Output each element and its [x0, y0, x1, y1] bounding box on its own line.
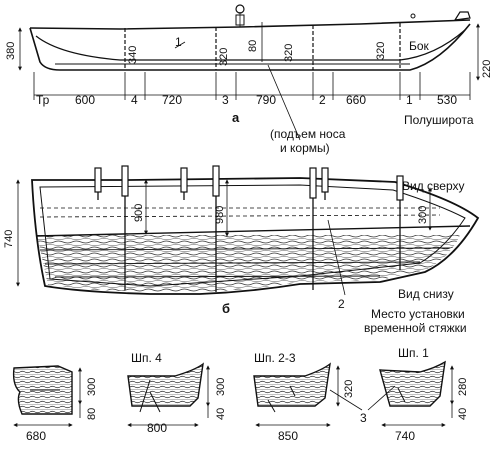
frame-label-3: 3	[222, 93, 229, 107]
section-frame-2-3-shape	[253, 362, 331, 407]
section-transom: 680 300 80	[12, 365, 98, 443]
section-frame-1: Шп. 1 740 280 40	[379, 346, 469, 443]
side-dim-frame1: 320	[375, 42, 387, 60]
plan-dim-lines	[16, 179, 432, 296]
spacing-dim-600: 600	[75, 93, 95, 107]
sections-callout-3: 3	[360, 411, 367, 425]
side-frames	[124, 23, 401, 70]
plan-callout-2: 2	[338, 297, 345, 311]
side-dim-frame3: 320	[218, 48, 230, 66]
install-note-1: Место установки	[371, 307, 465, 321]
side-dim-right-height: 220	[481, 60, 493, 78]
section-transom-h-upper: 300	[86, 378, 98, 396]
plan-chine-dashed	[39, 207, 441, 218]
plan-dim-300: 300	[417, 206, 429, 224]
side-dim-left-height: 380	[5, 42, 17, 60]
halfwidth-label: Полуширота	[404, 113, 474, 127]
side-view: 380 220 340 320 80 320 320 1 Бок Тр 4 3 …	[5, 4, 493, 155]
section-frame-1-h-lower: 40	[457, 408, 469, 420]
spacing-dim-790: 790	[256, 93, 276, 107]
spacing-dim-660: 660	[346, 93, 366, 107]
plan-brace-bars	[94, 165, 404, 201]
section-frame-4-h-lower: 40	[215, 408, 227, 420]
section-frame-2-3-width: 850	[278, 429, 298, 443]
plan-hull-outline	[31, 177, 480, 295]
section-frame-1-shape	[379, 360, 446, 407]
frame-label-4: 4	[131, 93, 138, 107]
plan-dim-980: 980	[214, 206, 226, 224]
plan-view-caption: б	[222, 301, 230, 316]
section-transom-width: 680	[26, 429, 46, 443]
side-view-caption: а	[232, 110, 240, 125]
plan-inner-outline	[39, 184, 466, 287]
section-frame-1-width: 740	[395, 429, 415, 443]
section-frame-1-h-upper: 280	[457, 378, 469, 396]
plan-bottom-view-label: Вид снизу	[398, 287, 454, 301]
side-label-bok: Бок	[409, 39, 430, 53]
side-gunwale	[29, 19, 471, 30]
side-dim-frame4: 340	[127, 46, 139, 64]
section-frame-4-title: Шп. 4	[131, 351, 162, 365]
section-transom-h-lower: 80	[86, 408, 98, 420]
section-frame-4-shape	[127, 362, 204, 407]
side-view-stern-fitting	[235, 4, 471, 26]
side-dim-fitting: 80	[247, 40, 259, 52]
spacing-dim-720: 720	[162, 93, 182, 107]
plan-keel-line	[35, 225, 471, 237]
section-frame-4-h-upper: 300	[215, 378, 227, 396]
plan-bottom-seams	[39, 247, 451, 278]
plan-dim-900: 900	[133, 204, 145, 222]
section-frame-2-3-h-upper: 320	[343, 380, 355, 398]
sections-callout-leaders	[329, 385, 396, 411]
side-hull-outline	[29, 23, 471, 71]
section-frame-4: Шп. 4 800 300 40	[127, 351, 227, 435]
frame-label-2: 2	[319, 93, 326, 107]
frame-label-tr: Тр	[36, 93, 50, 107]
plan-view: 740 900 980 300 Вид сверху Вид снизу 2 б…	[3, 165, 480, 335]
side-dim-lines	[18, 12, 480, 141]
section-frame-2-3-title: Шп. 2-3	[254, 351, 296, 365]
side-dim-frame2: 320	[283, 44, 295, 62]
side-chine-line	[35, 29, 466, 61]
section-frame-4-width: 800	[147, 421, 167, 435]
section-frame-1-title: Шп. 1	[398, 346, 429, 360]
install-note-2: временной стяжки	[364, 321, 467, 335]
plan-top-view-label: Вид сверху	[402, 179, 465, 193]
side-callout-1: 1	[175, 35, 182, 49]
plan-dim-overall: 740	[3, 230, 15, 248]
frame-label-1: 1	[406, 93, 413, 107]
bow-stern-rise-note-2: и кормы)	[280, 141, 330, 155]
spacing-dim-530: 530	[437, 93, 457, 107]
section-frame-2-3: Шп. 2-3 850 320	[253, 351, 355, 443]
bow-stern-rise-note-1: (подъем носа	[270, 127, 346, 141]
